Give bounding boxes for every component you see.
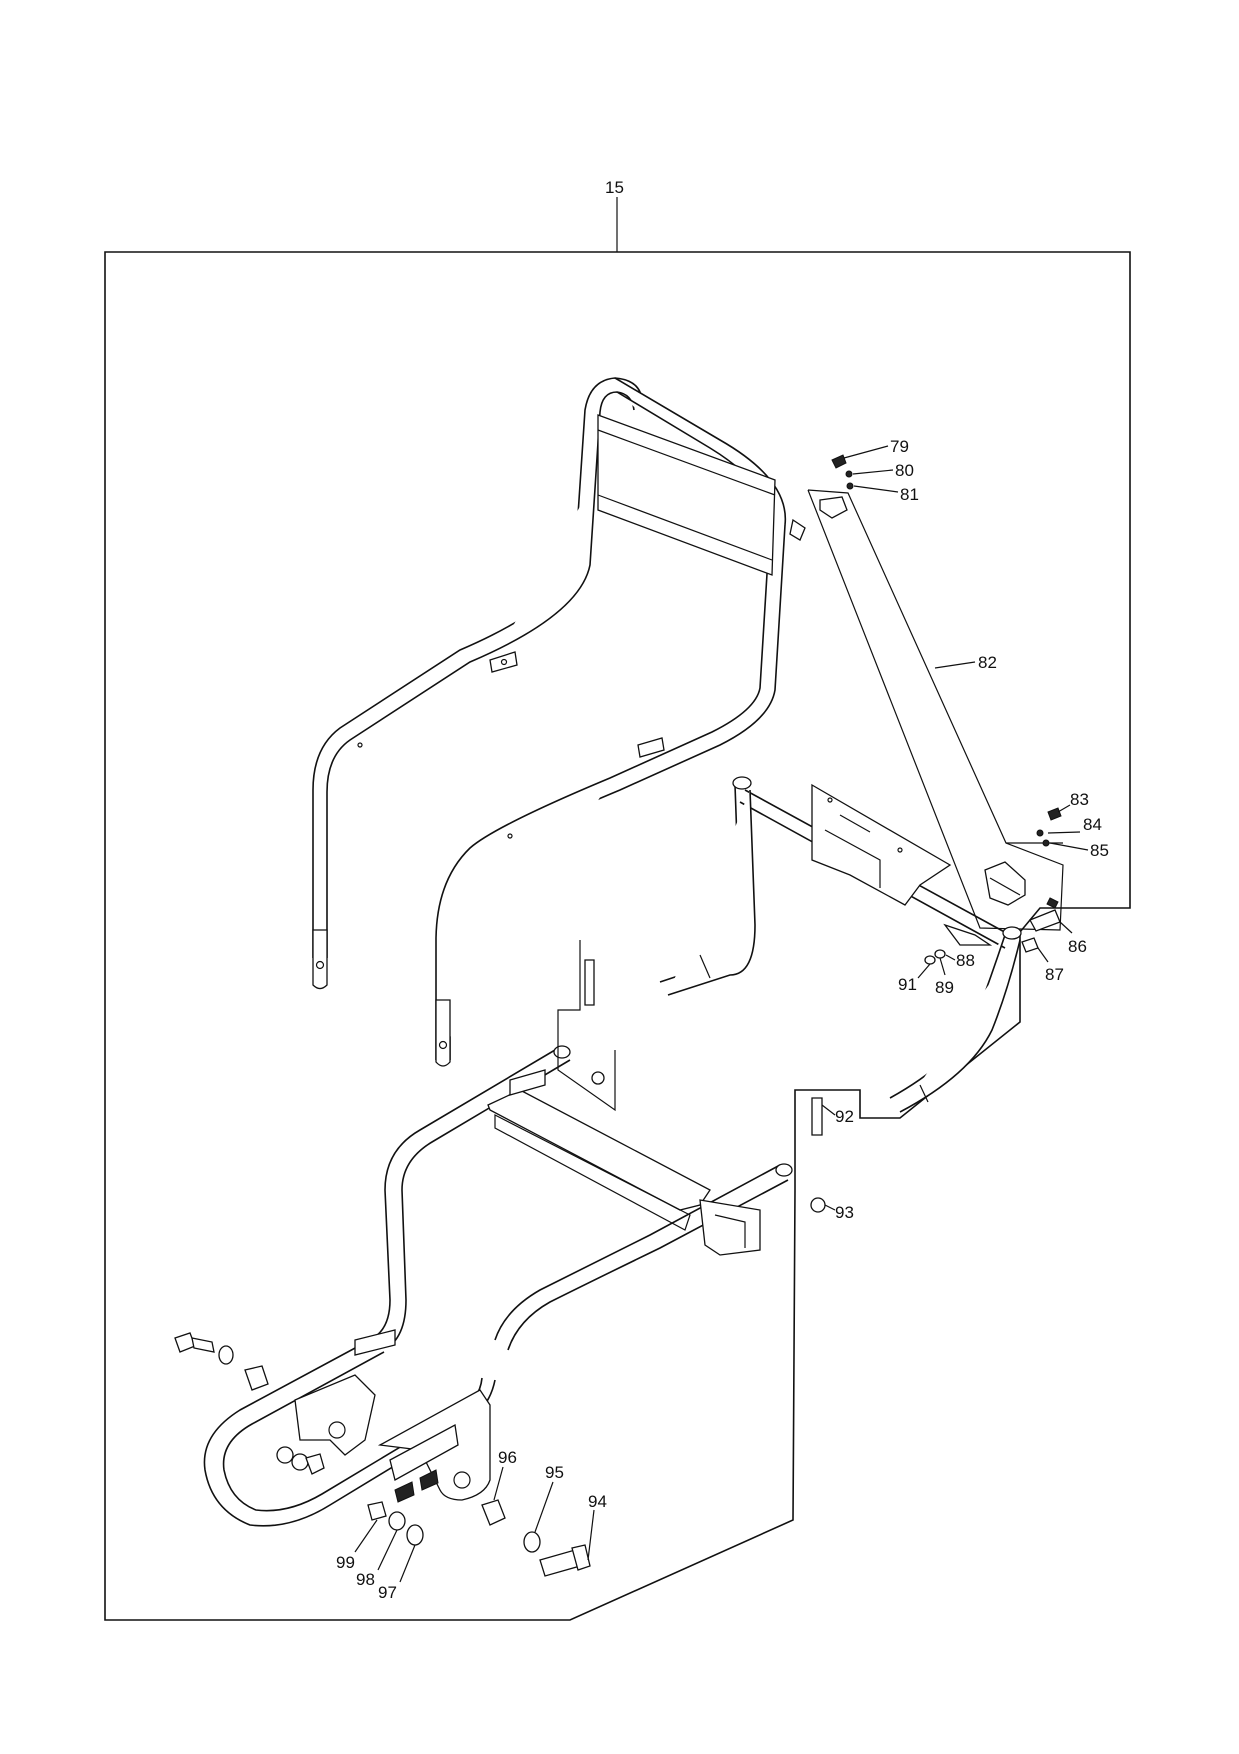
callout-83: 83 bbox=[1070, 790, 1089, 809]
callout-labels: 15 79 80 81 82 83 84 85 86 87 88 89 91 9… bbox=[336, 178, 1109, 1602]
callout-92: 92 bbox=[835, 1107, 854, 1126]
seat-frame bbox=[659, 776, 1022, 1113]
callout-97: 97 bbox=[378, 1583, 397, 1602]
callout-81: 81 bbox=[900, 485, 919, 504]
callout-82: 82 bbox=[978, 653, 997, 672]
base-frame bbox=[174, 1045, 793, 1527]
leader-lines bbox=[354, 445, 1089, 1583]
callout-85: 85 bbox=[1090, 841, 1109, 860]
callout-84: 84 bbox=[1083, 815, 1102, 834]
callout-91: 91 bbox=[898, 975, 917, 994]
callout-94: 94 bbox=[588, 1492, 607, 1511]
hardware bbox=[367, 454, 1062, 1577]
callout-80: 80 bbox=[895, 461, 914, 480]
strut-82-boundary bbox=[807, 489, 1064, 931]
callout-88: 88 bbox=[956, 951, 975, 970]
callout-93: 93 bbox=[835, 1203, 854, 1222]
callout-15: 15 bbox=[605, 178, 624, 197]
callout-99: 99 bbox=[336, 1553, 355, 1572]
callout-89: 89 bbox=[935, 978, 954, 997]
callout-87: 87 bbox=[1045, 965, 1064, 984]
backrest-frame bbox=[312, 377, 806, 1067]
callout-86: 86 bbox=[1068, 937, 1087, 956]
callout-96: 96 bbox=[498, 1448, 517, 1467]
callout-95: 95 bbox=[545, 1463, 564, 1482]
callout-98: 98 bbox=[356, 1570, 375, 1589]
callout-79: 79 bbox=[890, 437, 909, 456]
assembly-boundary bbox=[104, 197, 1131, 1621]
